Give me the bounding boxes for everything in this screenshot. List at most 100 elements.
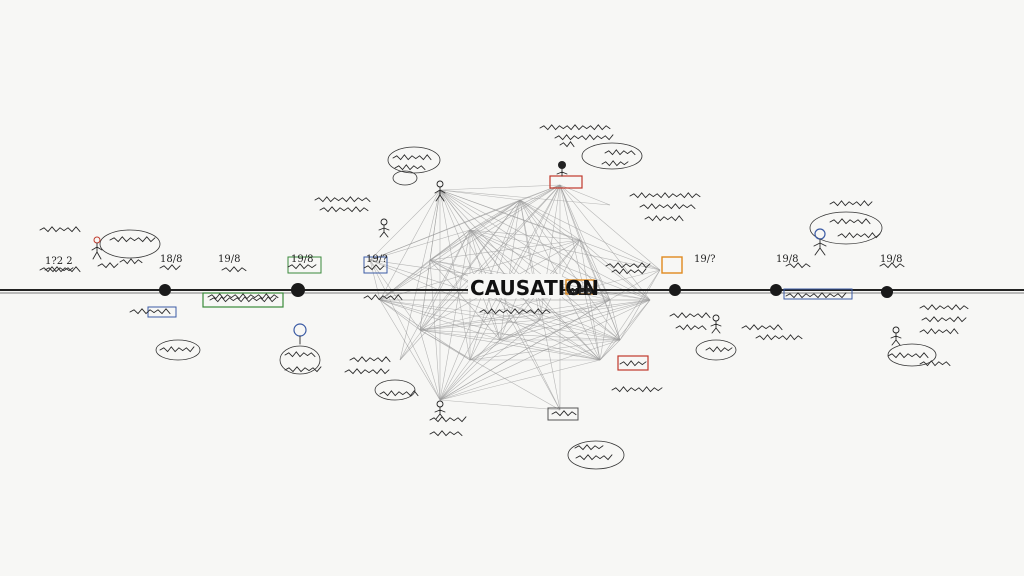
- timeline-date-label: 19/8: [880, 254, 902, 265]
- web-line: [469, 229, 581, 241]
- web-line: [439, 189, 581, 241]
- handwritten-scribble: [221, 266, 247, 273]
- annotation-balloon: [374, 379, 416, 401]
- web-line: [419, 299, 651, 331]
- web-line: [499, 299, 651, 341]
- web-line: [539, 319, 621, 341]
- handwritten-scribble: [429, 430, 463, 437]
- web-line: [439, 189, 521, 201]
- timeline-node: [881, 286, 893, 298]
- event-box-orange: [565, 279, 595, 295]
- web-line: [499, 339, 601, 361]
- handwritten-scribble: [574, 444, 604, 451]
- handwritten-scribble: [919, 360, 951, 367]
- event-box-orange-2: [661, 256, 683, 274]
- event-box-green: [202, 292, 284, 308]
- web-line: [539, 299, 611, 321]
- annotation-balloon: [581, 142, 643, 170]
- stick-figure-doodles: [91, 161, 902, 420]
- handwritten-scribble: [349, 356, 391, 363]
- web-line: [439, 299, 611, 401]
- web-line: [439, 359, 471, 401]
- event-box-blue-2: [783, 288, 853, 300]
- web-line: [429, 259, 441, 401]
- handwritten-scribble: [554, 134, 614, 141]
- web-line: [379, 189, 441, 301]
- web-line: [419, 329, 501, 341]
- timeline-node: [159, 284, 171, 296]
- diagram-title: CAUSATION: [470, 276, 599, 300]
- web-line: [469, 199, 521, 231]
- handwritten-scribble: [379, 390, 419, 397]
- handwritten-scribble: [829, 200, 873, 207]
- timeline-date-label: 19/8: [291, 254, 313, 265]
- handwritten-scribble: [611, 268, 647, 275]
- handwritten-scribble: [785, 292, 847, 299]
- handwritten-scribble: [559, 141, 575, 148]
- web-line: [439, 339, 501, 401]
- web-line: [419, 329, 621, 341]
- title-backdrop: [468, 274, 562, 298]
- event-box-red-top: [549, 175, 583, 189]
- handwritten-scribble: [39, 266, 81, 273]
- web-line: [439, 229, 471, 401]
- handwritten-scribble: [429, 416, 467, 423]
- handwritten-scribble: [344, 368, 390, 375]
- handwritten-scribble: [675, 324, 707, 331]
- handwritten-scribble: [539, 124, 611, 131]
- handwritten-scribble: [601, 160, 629, 167]
- handwritten-scribble: [611, 386, 663, 393]
- web-line: [419, 329, 441, 401]
- handwritten-scribble: [97, 262, 119, 269]
- web-line: [539, 299, 651, 321]
- web-line: [559, 184, 621, 341]
- web-line: [519, 199, 621, 341]
- stick-figure: [434, 180, 446, 202]
- web-line: [399, 199, 521, 361]
- web-line: [379, 299, 601, 361]
- handwritten-scribble: [363, 264, 385, 271]
- handwritten-scribble: [887, 352, 929, 359]
- handwritten-scribble: [314, 196, 371, 203]
- handwritten-scribble: [575, 454, 613, 461]
- web-line: [499, 319, 541, 341]
- web-line: [399, 189, 441, 361]
- handwritten-scribble: [837, 232, 881, 239]
- web-line: [469, 339, 621, 361]
- handwritten-scribble: [109, 236, 156, 243]
- handwritten-scribble: [829, 218, 871, 225]
- web-line: [519, 199, 581, 241]
- event-box-blue-left: [147, 306, 177, 318]
- web-line: [419, 329, 561, 411]
- handwritten-scribble: [159, 346, 195, 353]
- timeline-date-label: 1?2 2: [45, 256, 73, 267]
- annotation-balloon: [567, 440, 625, 470]
- web-line: [419, 184, 561, 331]
- handwritten-scribble: [741, 324, 783, 331]
- web-line: [499, 184, 561, 341]
- handwritten-scribble: [605, 262, 651, 269]
- handwritten-scribble: [619, 360, 647, 367]
- timeline-nodes: [159, 283, 893, 298]
- handwritten-scribble: [284, 351, 316, 358]
- handwritten-scribble: [479, 308, 551, 315]
- handwritten-scribble: [644, 215, 684, 222]
- web-line: [429, 259, 501, 341]
- web-line: [439, 189, 611, 301]
- web-line: [439, 339, 621, 401]
- handwritten-scribble: [39, 226, 81, 233]
- stick-figure: [293, 323, 307, 345]
- stick-figure: [710, 314, 722, 334]
- stick-figure: [91, 236, 103, 260]
- stick-figure: [813, 228, 827, 256]
- web-line: [429, 239, 581, 261]
- annotation-balloon: [99, 229, 161, 259]
- handwritten-scribble: [394, 164, 426, 171]
- timeline-date-labels: 1?2 2 18/8 19/8 19/8 19/? 19/? 19/8 19/8: [45, 254, 902, 267]
- handwritten-scribble: [207, 293, 279, 300]
- diagram-subtitle: WEB: [567, 287, 592, 298]
- annotation-balloon: [809, 211, 883, 245]
- event-box-red-bottom: [617, 355, 649, 371]
